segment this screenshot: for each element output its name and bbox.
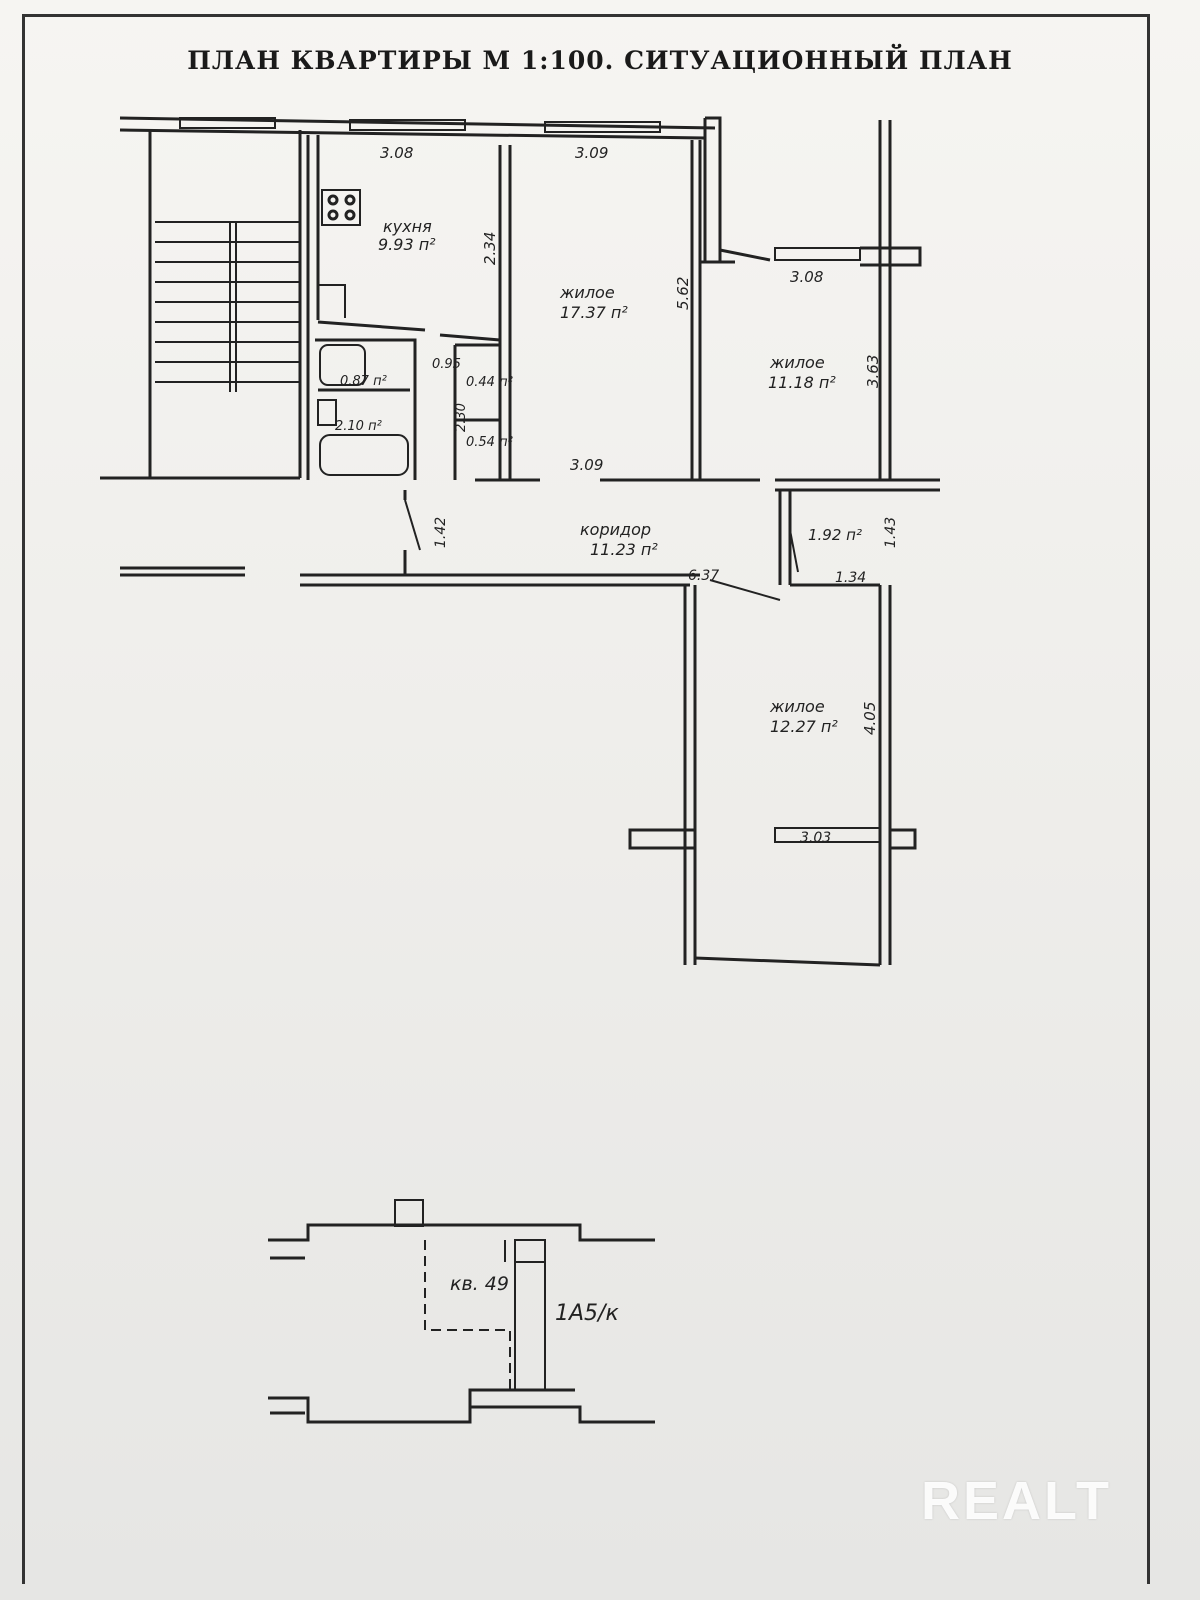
living2-area: 11.18 п² [768, 373, 836, 392]
riser-block [514, 1239, 546, 1263]
corridor-strip [514, 1262, 546, 1390]
apartment-boundary [424, 1240, 511, 1390]
section-label: 1А5/к [555, 1301, 619, 1326]
living2-south-wall [775, 478, 940, 492]
bath-walls [315, 338, 417, 480]
building-outline-top [268, 1223, 655, 1242]
staircase [155, 221, 300, 392]
document-frame [22, 14, 1150, 1584]
building-outline-bottom [268, 1396, 655, 1424]
apartment-label: кв. 49 [450, 1273, 509, 1295]
living2-east-wall [878, 120, 892, 480]
kitchen-side-dim: 2.34 [481, 232, 499, 265]
closet-width-dim: 1.34 [835, 570, 866, 586]
balcony-edge [694, 956, 881, 967]
kitchen-sink-icon [318, 284, 346, 318]
stove-icon [321, 189, 361, 226]
window-1 [179, 117, 276, 129]
window-3 [544, 121, 661, 133]
balcony-rail [120, 566, 245, 577]
living2-door [700, 248, 771, 264]
kitchen-name: кухня [383, 217, 432, 236]
living3-door [709, 579, 781, 601]
living1-east-wall [690, 140, 702, 480]
living2-top-dim: 3.08 [790, 268, 823, 286]
kitchen-area: 9.93 п² [378, 235, 436, 254]
realt-watermark: REALT [921, 1471, 1112, 1531]
living3-area: 12.27 п² [770, 717, 838, 736]
corridor-name: коридор [580, 520, 651, 539]
pantry-dim: 2.30 [454, 403, 469, 432]
window-2 [349, 119, 466, 131]
living1-side-dim: 5.62 [674, 277, 692, 310]
corridor-area: 11.23 п² [590, 540, 658, 559]
pantry-walls [453, 343, 500, 480]
riser-shaft [703, 116, 722, 262]
corridor-length-dim: 6.37 [688, 568, 719, 584]
closet-door [789, 529, 799, 573]
living1-name: жилое [559, 283, 615, 302]
living3-bottom-dim: 3.03 [800, 830, 831, 846]
entrance-porch [394, 1199, 424, 1227]
door-swing-1 [404, 499, 421, 551]
bathtub-icon [319, 434, 409, 476]
living1-top-dim: 3.09 [575, 144, 608, 162]
document-title: ПЛАН КВАРТИРЫ М 1:100. СИТУАЦИОННЫЙ ПЛАН [187, 46, 1013, 75]
closet-walls [778, 490, 880, 587]
window-4 [774, 247, 861, 261]
living1-bottom-dim: 3.09 [570, 456, 603, 474]
living3-side-dim: 4.05 [861, 702, 879, 735]
corridor-south-wall [300, 573, 700, 587]
balcony-stub-west [628, 828, 697, 850]
living3-name: жилое [769, 697, 825, 716]
wc-dim: 0.95 [432, 357, 461, 372]
living3-west-wall [683, 585, 697, 965]
balcony-stub-east [890, 828, 917, 850]
kitchen-south-wall [317, 320, 501, 342]
closet-height-dim: 1.43 [883, 517, 899, 548]
balcony-bottom [468, 1388, 575, 1407]
kitchen-top-dim: 3.08 [380, 144, 413, 162]
living1-area: 17.37 п² [560, 303, 628, 322]
sink-icon [317, 399, 337, 426]
pantry1-area: 0.44 п² [466, 375, 513, 390]
living2-name: жилое [769, 353, 825, 372]
window-5 [774, 827, 881, 843]
kitchen-east-wall [498, 145, 512, 480]
corridor-width-dim: 1.42 [433, 517, 449, 548]
pantry2-area: 0.54 п² [466, 435, 513, 450]
kitchen-west-wall [306, 135, 320, 480]
wc-area: 0.87 п² [340, 374, 387, 389]
living3-east-wall [878, 585, 892, 965]
stair-walls [100, 130, 302, 480]
bath-area: 2.10 п² [335, 419, 382, 434]
closet-area: 1.92 п² [808, 526, 862, 544]
top-wall [119, 116, 716, 140]
toilet-icon [319, 344, 366, 386]
living2-side-dim: 3.63 [864, 355, 882, 388]
